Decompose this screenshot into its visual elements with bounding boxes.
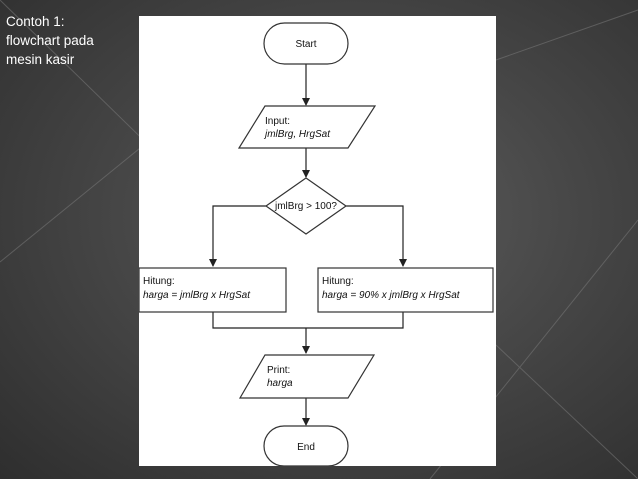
process-right-box bbox=[317, 267, 494, 313]
start-label: Start bbox=[295, 39, 316, 50]
process-left-formula: harga = jmlBrg x HrgSat bbox=[143, 290, 251, 301]
input-label: Input: bbox=[265, 116, 290, 127]
input-parallelogram bbox=[237, 105, 377, 149]
end-terminator bbox=[263, 425, 349, 466]
flowchart-panel: Start Input: jmlBrg, HrgSat jmlBrg > 100… bbox=[139, 16, 496, 466]
slide-title-line-2: flowchart pada bbox=[6, 33, 94, 48]
slide-title-line-1: Contoh 1: bbox=[6, 14, 65, 29]
process-right-formula: harga = 90% x jmlBrg x HrgSat bbox=[322, 290, 461, 301]
end-label: End bbox=[297, 442, 315, 453]
flowchart: Start Input: jmlBrg, HrgSat jmlBrg > 100… bbox=[139, 22, 494, 466]
output-value: harga bbox=[267, 378, 293, 389]
connector-left-merge bbox=[212, 312, 306, 329]
process-left-box bbox=[139, 267, 287, 313]
connector-decision-left bbox=[209, 205, 266, 267]
output-label: Print: bbox=[267, 365, 290, 376]
connector-right-merge bbox=[306, 312, 404, 329]
connector-decision-right bbox=[346, 205, 407, 267]
input-value: jmlBrg, HrgSat bbox=[263, 129, 331, 140]
output-parallelogram bbox=[238, 354, 376, 399]
slide-title: Contoh 1: flowchart pada mesin kasir bbox=[6, 12, 138, 69]
slide-title-line-3: mesin kasir bbox=[6, 52, 75, 67]
decision-diamond bbox=[264, 177, 348, 235]
process-right-label: Hitung: bbox=[322, 276, 354, 287]
process-left-label: Hitung: bbox=[143, 276, 175, 287]
start-terminator bbox=[263, 22, 349, 65]
decision-label: jmlBrg > 100? bbox=[274, 201, 337, 212]
